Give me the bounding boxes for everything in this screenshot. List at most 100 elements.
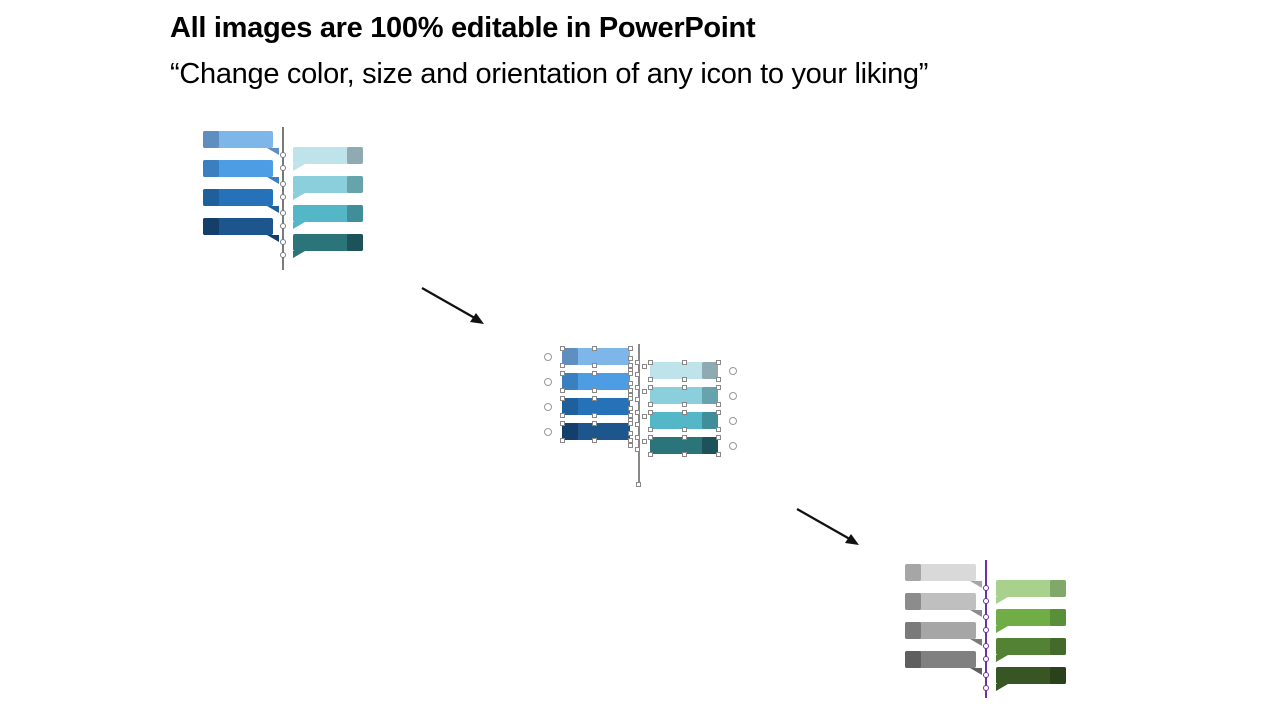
selection-handle[interactable] — [682, 435, 687, 440]
rotation-handle[interactable] — [729, 392, 737, 400]
selection-handle[interactable] — [716, 427, 721, 432]
selection-handle[interactable] — [628, 388, 633, 393]
timeline-left-bar[interactable] — [203, 160, 273, 177]
selection-handle[interactable] — [635, 372, 640, 377]
selection-handle[interactable] — [682, 385, 687, 390]
gray-green-timeline-graphic[interactable] — [905, 560, 1070, 700]
timeline-right-bar[interactable] — [650, 412, 718, 429]
selection-handle[interactable] — [628, 356, 633, 361]
timeline-right-bar[interactable] — [650, 362, 718, 379]
selection-handle[interactable] — [682, 410, 687, 415]
timeline-left-bar[interactable] — [562, 348, 630, 365]
selection-handle[interactable] — [592, 371, 597, 376]
selection-handle[interactable] — [628, 443, 633, 448]
selection-handle[interactable] — [642, 389, 647, 394]
selection-handle[interactable] — [635, 435, 640, 440]
selection-handle[interactable] — [682, 402, 687, 407]
timeline-left-bar[interactable] — [562, 398, 630, 415]
selection-handle[interactable] — [642, 439, 647, 444]
timeline-right-bar[interactable] — [293, 147, 363, 164]
timeline-right-bar[interactable] — [996, 667, 1066, 684]
selection-handle[interactable] — [635, 397, 640, 402]
selection-handle[interactable] — [560, 371, 565, 376]
timeline-right-bar[interactable] — [996, 638, 1066, 655]
timeline-left-bar[interactable] — [905, 593, 976, 610]
timeline-right-bar[interactable] — [293, 234, 363, 251]
selection-handle[interactable] — [636, 482, 641, 487]
selection-handle[interactable] — [592, 438, 597, 443]
selection-handle[interactable] — [628, 406, 633, 411]
timeline-left-bar[interactable] — [905, 622, 976, 639]
selection-handle[interactable] — [592, 363, 597, 368]
selection-handle[interactable] — [648, 435, 653, 440]
rotation-handle[interactable] — [729, 367, 737, 375]
timeline-left-bar[interactable] — [562, 373, 630, 390]
selection-handle[interactable] — [635, 385, 640, 390]
selection-handle[interactable] — [716, 360, 721, 365]
selection-handle[interactable] — [560, 396, 565, 401]
timeline-left-bar[interactable] — [203, 131, 273, 148]
selection-handle[interactable] — [628, 381, 633, 386]
rotation-handle[interactable] — [544, 428, 552, 436]
rotation-handle[interactable] — [729, 442, 737, 450]
selection-handle[interactable] — [648, 427, 653, 432]
selection-handle[interactable] — [648, 385, 653, 390]
timeline-left-bar[interactable] — [203, 189, 273, 206]
rotation-handle[interactable] — [544, 403, 552, 411]
selection-handle[interactable] — [635, 447, 640, 452]
selection-handle[interactable] — [682, 427, 687, 432]
selection-handle[interactable] — [682, 360, 687, 365]
timeline-right-bar[interactable] — [650, 437, 718, 454]
timeline-right-bar[interactable] — [996, 580, 1066, 597]
selection-handle[interactable] — [628, 413, 633, 418]
selection-handle[interactable] — [716, 410, 721, 415]
selection-handle[interactable] — [682, 452, 687, 457]
selection-handle[interactable] — [592, 396, 597, 401]
selection-handle[interactable] — [635, 410, 640, 415]
blue-timeline-graphic[interactable] — [203, 127, 365, 272]
selection-handle[interactable] — [635, 422, 640, 427]
selection-handle[interactable] — [628, 438, 633, 443]
selection-handle[interactable] — [716, 377, 721, 382]
selection-handle[interactable] — [642, 364, 647, 369]
timeline-right-bar[interactable] — [293, 176, 363, 193]
selection-handle[interactable] — [628, 431, 633, 436]
selection-handle[interactable] — [592, 421, 597, 426]
rotation-handle[interactable] — [544, 353, 552, 361]
selection-handle[interactable] — [682, 377, 687, 382]
selection-handle[interactable] — [716, 402, 721, 407]
selection-handle[interactable] — [592, 388, 597, 393]
selected-timeline-graphic[interactable] — [540, 340, 740, 488]
selection-handle[interactable] — [648, 377, 653, 382]
selection-handle[interactable] — [560, 346, 565, 351]
timeline-right-bar[interactable] — [650, 387, 718, 404]
selection-handle[interactable] — [716, 385, 721, 390]
selection-handle[interactable] — [648, 452, 653, 457]
selection-handle[interactable] — [628, 346, 633, 351]
timeline-right-bar[interactable] — [293, 205, 363, 222]
selection-handle[interactable] — [716, 435, 721, 440]
selection-handle[interactable] — [592, 346, 597, 351]
selection-handle[interactable] — [648, 360, 653, 365]
selection-handle[interactable] — [716, 452, 721, 457]
selection-handle[interactable] — [628, 371, 633, 376]
selection-handle[interactable] — [560, 413, 565, 418]
timeline-left-bar[interactable] — [203, 218, 273, 235]
timeline-left-bar[interactable] — [905, 651, 976, 668]
selection-handle[interactable] — [635, 360, 640, 365]
timeline-left-bar[interactable] — [905, 564, 976, 581]
timeline-right-bar[interactable] — [996, 609, 1066, 626]
selection-handle[interactable] — [642, 414, 647, 419]
selection-handle[interactable] — [592, 413, 597, 418]
selection-handle[interactable] — [560, 388, 565, 393]
selection-handle[interactable] — [560, 421, 565, 426]
selection-handle[interactable] — [628, 421, 633, 426]
timeline-left-bar[interactable] — [562, 423, 630, 440]
rotation-handle[interactable] — [544, 378, 552, 386]
selection-handle[interactable] — [648, 402, 653, 407]
rotation-handle[interactable] — [729, 417, 737, 425]
selection-handle[interactable] — [628, 363, 633, 368]
selection-handle[interactable] — [648, 410, 653, 415]
selection-handle[interactable] — [560, 438, 565, 443]
selection-handle[interactable] — [628, 396, 633, 401]
